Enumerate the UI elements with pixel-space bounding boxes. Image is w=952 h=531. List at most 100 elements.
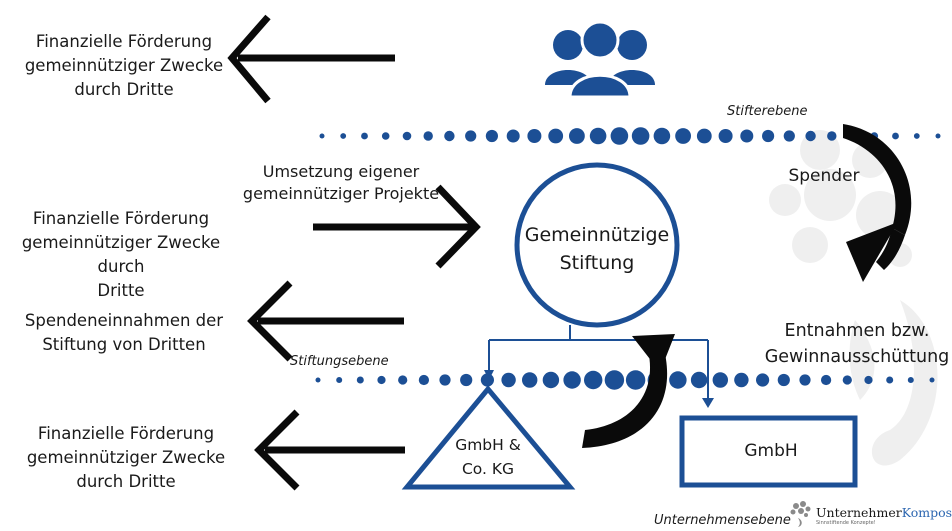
center-label: Gemeinnützige Stiftung bbox=[520, 221, 674, 277]
level-dot bbox=[361, 132, 368, 140]
stiftungsebene-dotted-line bbox=[315, 370, 935, 390]
left-text-spenden-line: Stiftung von Dritten bbox=[42, 335, 206, 354]
stifterebene-dotted-line bbox=[319, 127, 941, 145]
level-dot bbox=[418, 374, 429, 386]
level-dot bbox=[625, 370, 646, 390]
level-dot bbox=[522, 372, 538, 388]
level-dot bbox=[527, 129, 542, 143]
left-text-middle-line: Dritte bbox=[97, 281, 145, 300]
left-text-spenden-line: Spendeneinnahmen der bbox=[24, 311, 224, 330]
logo-flower-icon bbox=[790, 501, 811, 527]
level-dot bbox=[762, 129, 775, 143]
left-text-spenden: Spendeneinnahmen der Stiftung von Dritte… bbox=[24, 309, 224, 357]
left-text-top-line: durch Dritte bbox=[74, 80, 174, 99]
level-dot bbox=[480, 373, 494, 387]
gmbh-rectangle bbox=[679, 415, 858, 488]
level-dot bbox=[610, 127, 629, 145]
level-label-unternehmen: Unternehmensebene bbox=[654, 513, 791, 528]
logo-text-a: Unternehmer bbox=[816, 505, 902, 520]
level-dot bbox=[669, 371, 687, 389]
left-text-top-line: Finanzielle Förderung bbox=[35, 32, 213, 51]
level-dot bbox=[821, 374, 832, 386]
level-dot bbox=[465, 130, 477, 142]
level-dot bbox=[423, 131, 433, 141]
level-dot bbox=[439, 374, 451, 386]
level-dot bbox=[864, 375, 873, 385]
level-label-stiftung: Stiftungsebene bbox=[290, 354, 389, 369]
entnahmen-line: Gewinnausschüttung bbox=[764, 347, 950, 367]
level-dot bbox=[336, 377, 343, 383]
left-text-top-line: gemeinnütziger Zwecke bbox=[24, 56, 224, 75]
level-dot bbox=[356, 376, 364, 384]
entnahmen-line: Entnahmen bzw. bbox=[784, 321, 930, 341]
level-dot bbox=[935, 133, 941, 139]
arrow-right-projects bbox=[313, 184, 481, 269]
level-dot bbox=[783, 130, 795, 142]
level-dot bbox=[589, 127, 607, 145]
level-dot bbox=[444, 130, 455, 142]
left-text-bottom-line: Finanzielle Förderung bbox=[37, 424, 215, 443]
level-dot bbox=[907, 377, 914, 383]
left-text-top: Finanzielle Förderung gemeinnütziger Zwe… bbox=[24, 30, 224, 102]
level-dot bbox=[340, 133, 347, 139]
logo-text: UnternehmerKompositionen bbox=[816, 505, 952, 520]
level-dot bbox=[548, 128, 564, 144]
level-dot bbox=[569, 128, 585, 144]
connector-arrowhead-left bbox=[484, 370, 494, 380]
projects-text: Umsetzung eigener gemeinnütziger Projekt… bbox=[236, 161, 446, 205]
level-dot bbox=[799, 374, 811, 386]
level-dot bbox=[734, 372, 749, 388]
connector-lines bbox=[488, 325, 709, 400]
level-dot bbox=[842, 375, 852, 385]
level-dot bbox=[696, 128, 712, 144]
gmbh-label: GmbH bbox=[744, 441, 798, 461]
arrow-left-spenden bbox=[247, 280, 404, 362]
level-dot bbox=[315, 377, 321, 383]
level-dot bbox=[690, 371, 708, 389]
level-label-stifter: Stifterebene bbox=[727, 104, 808, 119]
entnahmen-label: Entnahmen bzw. Gewinnausschüttung bbox=[762, 318, 952, 370]
level-dot bbox=[892, 132, 899, 140]
level-dot bbox=[377, 375, 386, 385]
level-dot bbox=[913, 133, 920, 139]
triangle-label-line: Co. KG bbox=[461, 460, 515, 478]
level-dot bbox=[718, 129, 733, 143]
triangle-label: GmbH & Co. KG bbox=[438, 433, 538, 481]
triangle-label-line: GmbH & bbox=[455, 436, 521, 454]
level-dot bbox=[402, 131, 412, 141]
arrow-left-bottom bbox=[254, 409, 405, 491]
level-dot bbox=[506, 129, 520, 143]
level-dot bbox=[805, 130, 816, 142]
level-dot bbox=[777, 373, 790, 387]
logo-tagline: Sinnstiftende Konzepte! bbox=[816, 520, 876, 526]
level-dot bbox=[653, 127, 671, 145]
level-dot bbox=[563, 371, 581, 389]
curved-arrow-down-icon bbox=[843, 124, 912, 282]
projects-text-line: gemeinnütziger Projekte bbox=[242, 184, 440, 203]
level-dot bbox=[675, 128, 691, 144]
left-text-bottom-line: durch Dritte bbox=[76, 472, 176, 491]
logo-text-b: Kompositionen bbox=[901, 505, 952, 520]
level-dot bbox=[584, 370, 603, 390]
level-dot bbox=[398, 375, 408, 385]
spender-label: Spender bbox=[788, 166, 860, 186]
projects-text-line: Umsetzung eigener bbox=[262, 162, 420, 181]
level-dot bbox=[381, 132, 390, 140]
gmbh-co-kg-triangle bbox=[401, 385, 576, 490]
people-group-icon bbox=[545, 20, 655, 99]
level-dot bbox=[827, 131, 837, 141]
center-label-line: Gemeinnützige bbox=[524, 224, 670, 246]
level-dot bbox=[542, 371, 560, 389]
left-text-middle-line: gemeinnütziger Zwecke durch bbox=[21, 233, 221, 276]
level-dot bbox=[460, 373, 473, 387]
level-dot bbox=[631, 127, 650, 145]
brand-logo: UnternehmerKompositionen Sinnstiftende K… bbox=[788, 500, 952, 531]
level-dot bbox=[756, 373, 770, 387]
left-text-middle: Finanzielle Förderung gemeinnütziger Zwe… bbox=[6, 207, 236, 303]
level-dot bbox=[929, 377, 935, 383]
level-dot bbox=[604, 370, 625, 390]
center-label-line: Stiftung bbox=[559, 252, 635, 274]
level-dot bbox=[319, 133, 325, 139]
arrow-left-top bbox=[227, 14, 395, 104]
